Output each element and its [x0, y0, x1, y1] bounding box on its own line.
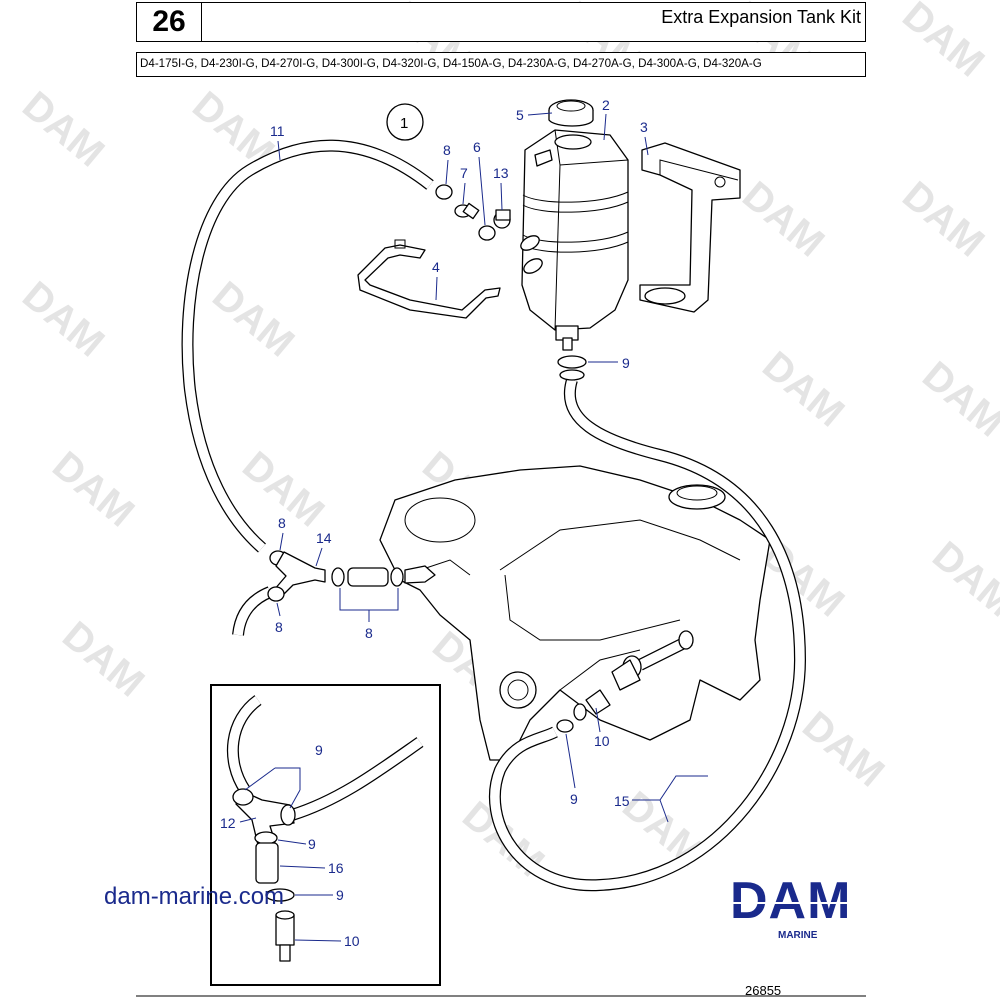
hose-lower-left — [232, 586, 273, 636]
y-connector-assembly — [267, 550, 436, 602]
watermark: DAM — [14, 83, 112, 175]
page-number-box: 26 — [136, 2, 202, 42]
callout-9: 9 — [308, 836, 316, 852]
watermark: DAM — [894, 0, 992, 85]
callout-2: 2 — [602, 97, 610, 113]
hose-tank-outlet — [489, 378, 807, 892]
engine-block — [379, 465, 771, 761]
page-title: Extra Expansion Tank Kit — [661, 7, 861, 27]
callout-9: 9 — [570, 791, 578, 807]
filler-cap — [548, 99, 594, 150]
hose-11 — [181, 139, 434, 553]
callout-8: 8 — [443, 142, 451, 158]
engine-mount-hole — [499, 671, 537, 709]
detail-inset — [227, 695, 424, 962]
watermark: DAM — [54, 613, 152, 705]
model-list: D4-175I-G, D4-230I-G, D4-270I-G, D4-300I… — [140, 57, 762, 70]
callout-6: 6 — [473, 139, 481, 155]
callout-9: 9 — [336, 887, 344, 903]
callout-9: 9 — [622, 355, 630, 371]
callout-8: 8 — [275, 619, 283, 635]
fittings-engine-side — [556, 630, 694, 733]
bracket-3 — [639, 142, 741, 313]
view-marker-circle — [386, 103, 424, 141]
detail-inset-frame — [210, 684, 441, 986]
clamp-9-top — [557, 355, 587, 381]
watermark: DAM — [44, 443, 142, 535]
fittings-tank-side — [435, 184, 511, 241]
expansion-tank — [520, 129, 629, 351]
callout-10: 10 — [594, 733, 610, 749]
brand-subtitle: MARINE — [778, 930, 818, 941]
watermark: DAM — [734, 173, 832, 265]
callout-9: 9 — [315, 742, 323, 758]
callout-13: 13 — [493, 165, 509, 181]
view-marker-label: 1 — [400, 115, 408, 132]
callout-8: 8 — [365, 625, 373, 641]
model-list-box: D4-175I-G, D4-230I-G, D4-270I-G, D4-300I… — [136, 52, 866, 77]
title-box: Extra Expansion Tank Kit — [201, 2, 866, 42]
watermark: DAM — [924, 533, 1000, 625]
callout-8: 8 — [278, 515, 286, 531]
watermark: DAM — [754, 343, 852, 435]
callout-12: 12 — [220, 815, 236, 831]
drawing-number: 26855 — [745, 983, 782, 998]
website-link[interactable]: dam-marine.com — [104, 883, 285, 910]
callout-10: 10 — [344, 933, 360, 949]
watermark: DAM — [794, 703, 892, 795]
callout-7: 7 — [460, 165, 468, 181]
callout-5: 5 — [516, 107, 524, 123]
watermark: DAM — [914, 353, 1000, 445]
callout-16: 16 — [328, 860, 344, 876]
strap-4 — [357, 239, 501, 319]
callout-labels: 1 5 2 3 11 8 6 7 13 4 9 8 14 8 8 10 9 15 — [220, 97, 708, 949]
callout-14: 14 — [316, 530, 332, 546]
watermark: DAM — [14, 273, 112, 365]
callout-11: 11 — [270, 123, 285, 139]
page-number: 26 — [152, 5, 186, 38]
callout-15: 15 — [614, 793, 630, 809]
brand-wordmark: DAM — [730, 872, 851, 930]
callout-4: 4 — [432, 259, 440, 275]
brand-logo: DAM MARINE — [730, 872, 880, 941]
callout-3: 3 — [640, 119, 648, 135]
engine-filler-cap — [668, 484, 726, 510]
watermark: DAM — [894, 173, 992, 265]
watermark: DAM — [204, 273, 302, 365]
